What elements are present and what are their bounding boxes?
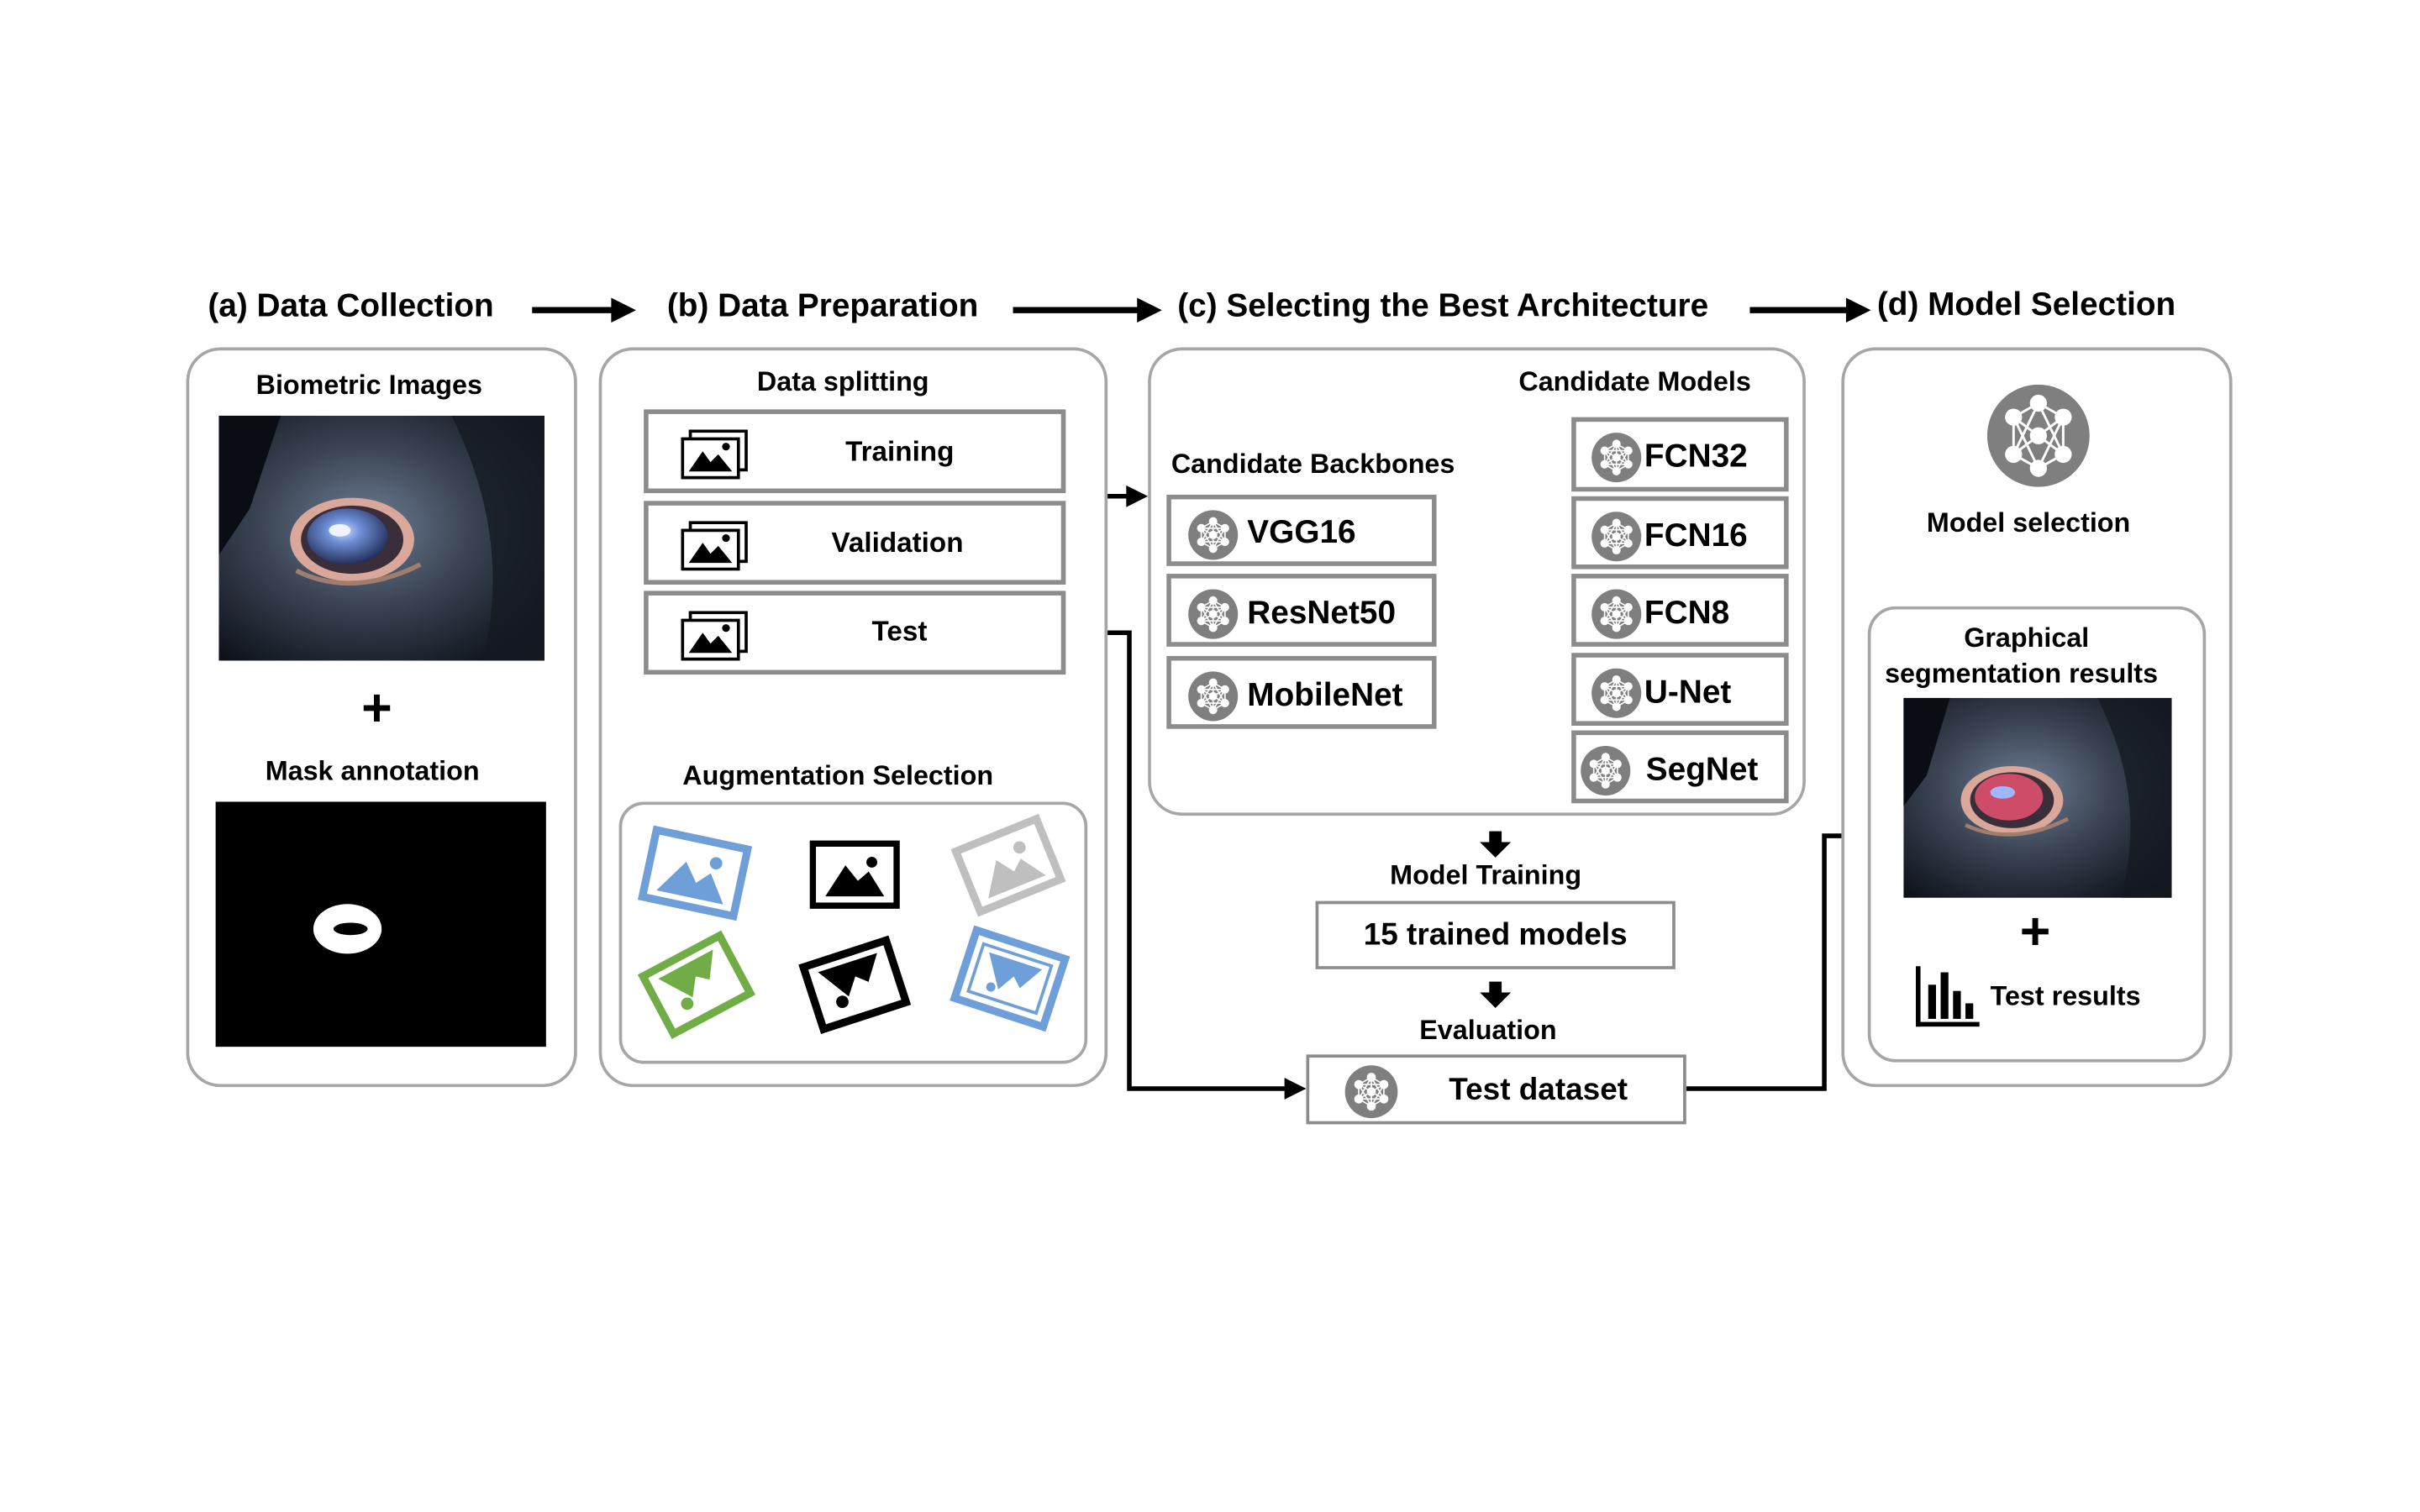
graphical-label-line1: Graphical: [1964, 622, 2090, 654]
test-results-label: Test results: [1990, 979, 2141, 1011]
backbone-resnet50: ResNet50: [1166, 574, 1437, 647]
network-icon: [1344, 1065, 1398, 1119]
aug-vflip-icon: [798, 935, 912, 1034]
network-icon: [1581, 746, 1631, 796]
stage-arrow-a-b: [532, 297, 636, 323]
image-stack-icon: [681, 429, 748, 480]
model-label: SegNet: [1645, 752, 1759, 788]
model-label: U-Net: [1644, 675, 1732, 711]
split-bracket-arrowhead: [1126, 485, 1149, 507]
model-unet: U-Net: [1571, 653, 1789, 726]
model-label: FCN16: [1644, 517, 1748, 554]
trained-models-box: 15 trained models: [1315, 900, 1676, 969]
mask-annotation-label: Mask annotation: [265, 755, 480, 786]
model-training-down-arrow: [1480, 831, 1512, 858]
graphical-label-line2: segmentation results: [1885, 657, 2159, 689]
evaluation-down-arrow: [1480, 981, 1512, 1008]
biometric-images-label: Biometric Images: [255, 369, 482, 401]
image-stack-icon: [681, 521, 748, 571]
stage-title-d: (d) Model Selection: [1876, 286, 2176, 323]
test-dataset-box: Test dataset: [1306, 1054, 1686, 1125]
model-fcn8: FCN8: [1571, 574, 1789, 647]
testdataset-to-paneld-connector: [1686, 833, 1856, 1091]
network-icon: [1591, 668, 1642, 718]
augmentation-selection-label: Augmentation Selection: [682, 759, 994, 791]
network-icon: [1591, 512, 1642, 562]
image-stack-icon: [681, 611, 748, 661]
test-dataset-label: Test dataset: [1449, 1073, 1628, 1108]
network-icon: [1188, 589, 1239, 639]
backbone-label: VGG16: [1247, 514, 1356, 551]
split-label-training: Training: [845, 435, 955, 467]
network-icon: [1591, 589, 1642, 639]
test-to-testdataset-arrowhead: [1284, 1078, 1307, 1100]
eye-photo: [218, 415, 544, 661]
split-validation-box: Validation: [644, 501, 1066, 585]
model-label: FCN8: [1644, 595, 1730, 632]
stage-arrow-c-d: [1749, 297, 1871, 323]
backbone-vgg16: VGG16: [1166, 494, 1437, 566]
split-label-test: Test: [871, 615, 928, 647]
segmentation-result-photo: [1903, 697, 2172, 898]
aug-brightness-icon: [950, 813, 1066, 917]
split-training-box: Training: [644, 409, 1066, 494]
network-icon: [1188, 510, 1239, 560]
aug-rotate-icon: [637, 825, 753, 921]
stage-title-a: (a) Data Collection: [208, 288, 494, 324]
evaluation-label: Evaluation: [1419, 1014, 1557, 1046]
aug-flip-icon: [637, 930, 756, 1040]
backbone-label: ResNet50: [1247, 595, 1397, 632]
bar-chart-icon: [1916, 966, 1980, 1027]
model-fcn16: FCN16: [1571, 496, 1789, 570]
model-fcn32: FCN32: [1571, 417, 1789, 492]
network-icon: [1591, 433, 1642, 483]
plus-sign-a: +: [361, 679, 392, 738]
plus-sign-d: +: [2019, 902, 2051, 962]
model-training-label: Model Training: [1390, 858, 1582, 890]
model-segnet: SegNet: [1571, 730, 1789, 804]
model-label: FCN32: [1644, 438, 1748, 475]
model-selection-label: Model selection: [1926, 507, 2131, 538]
trained-models-label: 15 trained models: [1363, 917, 1628, 952]
data-splitting-label: Data splitting: [756, 365, 929, 397]
stage-title-b: (b) Data Preparation: [666, 288, 979, 324]
split-label-validation: Validation: [831, 527, 964, 559]
network-icon: [1188, 671, 1239, 722]
backbone-mobilenet: MobileNet: [1166, 655, 1437, 729]
split-test-box: Test: [644, 591, 1066, 675]
stage-arrow-b-c: [1013, 297, 1162, 323]
aug-combined-icon: [950, 925, 1071, 1032]
stage-title-c: (c) Selecting the Best Architecture: [1177, 288, 1709, 324]
mask-image: [215, 801, 546, 1047]
candidate-backbones-label: Candidate Backbones: [1171, 448, 1455, 480]
candidate-models-label: Candidate Models: [1518, 365, 1751, 397]
neural-network-icon: [1986, 384, 2090, 487]
aug-original-icon: [809, 840, 900, 909]
augmentation-icons: [637, 813, 1071, 1040]
backbone-label: MobileNet: [1247, 677, 1403, 714]
